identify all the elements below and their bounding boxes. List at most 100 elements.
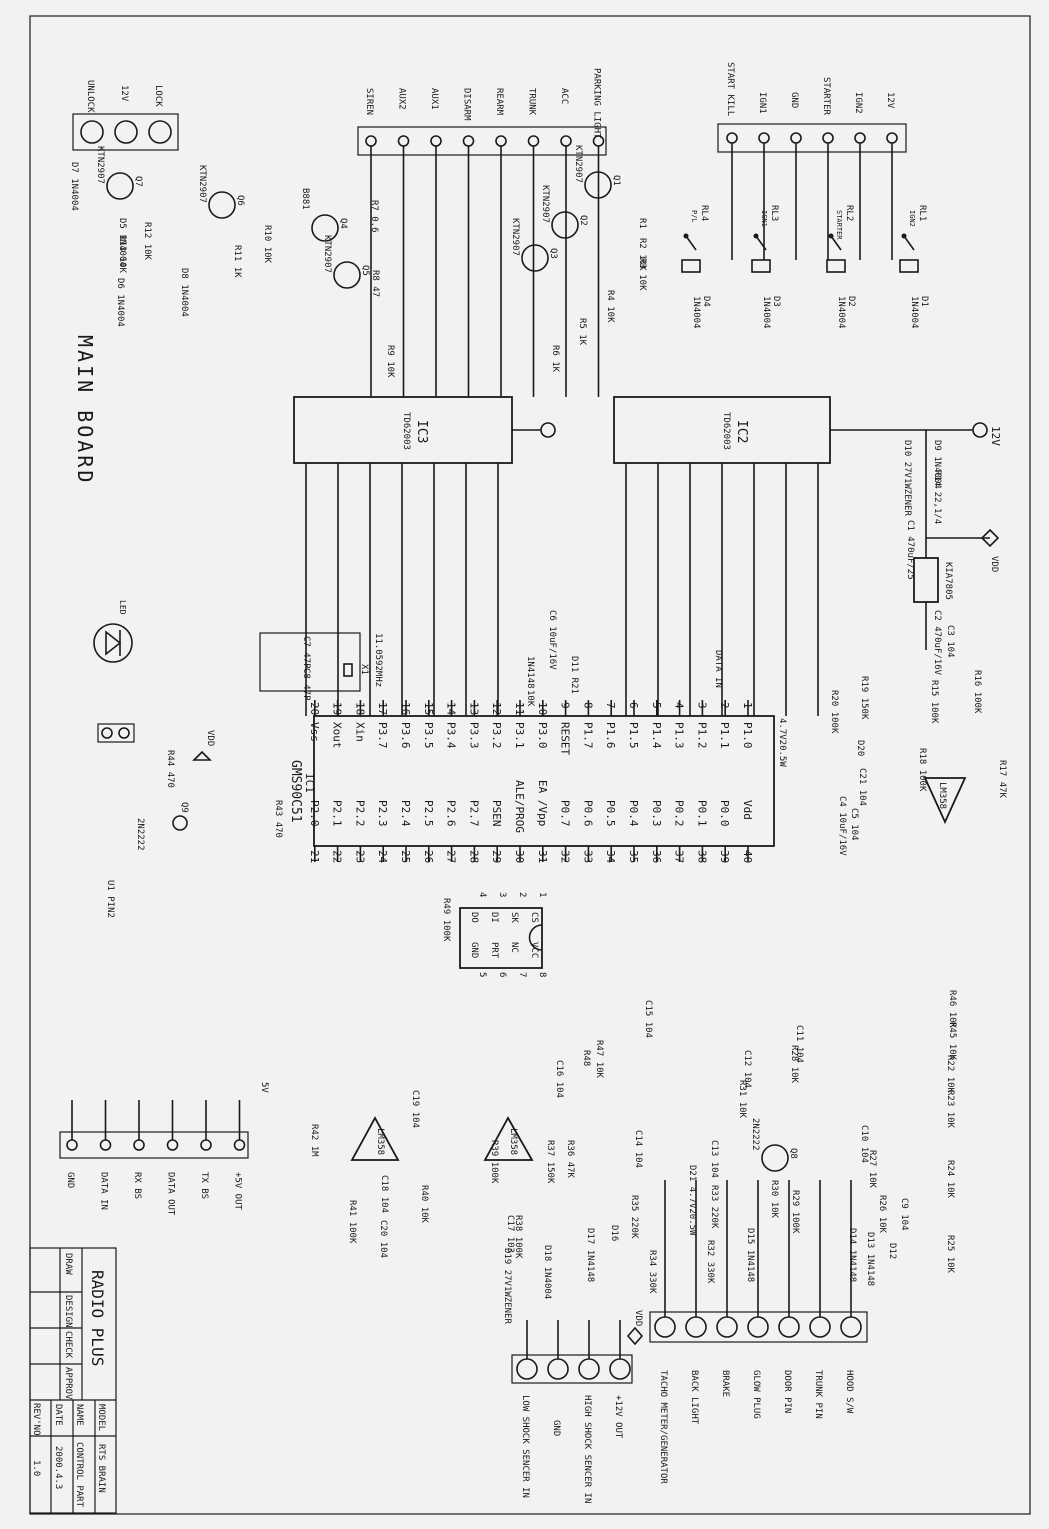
eeprom-pin-number: 2 (517, 892, 527, 897)
c5-label: C5 104 (849, 808, 859, 841)
ic3-part: TD62003 (401, 412, 411, 450)
pin-12v[interactable] (114, 120, 138, 144)
ignition-label: IGN1 (757, 92, 767, 114)
output-pin-aux2[interactable] (397, 135, 410, 147)
mcu-pin-number: 1 (741, 702, 754, 709)
vdd-diamond-top (980, 528, 1000, 548)
ignition-pin-start-kill[interactable] (726, 132, 738, 144)
regulator: KIA7805 (913, 557, 953, 603)
output-pin-rearm[interactable] (495, 135, 507, 147)
shock-pin-2[interactable] (578, 1358, 600, 1380)
resistor-label: R48 (581, 1050, 591, 1066)
relay-diode-ref: D2 (846, 296, 856, 307)
pin-unlock[interactable] (80, 120, 104, 144)
ignition-pin-ign1[interactable] (758, 132, 770, 144)
r43-label: R43 470 (273, 800, 283, 838)
opamp-1 (923, 777, 967, 825)
mcu-pin-number: 4 (673, 702, 686, 709)
q9-symbol (172, 815, 188, 831)
eeprom-pin-name: PRT (489, 942, 499, 959)
input-pin-glow-plug[interactable] (747, 1316, 769, 1338)
resistor-label: R31 10K (737, 1080, 747, 1119)
eeprom-pin-name: VCC (529, 942, 539, 958)
serial-pin-data-in[interactable] (99, 1139, 112, 1151)
mcu-pin-name: P3.5 (422, 722, 435, 749)
d10-label: D10 27V1WZENER (902, 440, 912, 516)
mcu-pin-number: 12 (490, 702, 503, 715)
led: LED (93, 600, 133, 663)
transistor-ref: Q8 (788, 1148, 798, 1159)
shock-label: LOW SHOCK SENCER IN (520, 1395, 530, 1498)
output-pin-aux1[interactable] (430, 135, 442, 147)
mcu-pin-name: P0.4 (627, 800, 640, 827)
output-pin-siren[interactable] (365, 135, 377, 147)
input-label: GLOW PLUG (751, 1370, 761, 1419)
resistor-label: R45 10K (947, 1022, 957, 1061)
serial-pin-tx-bs[interactable] (200, 1139, 212, 1151)
input-pin-back-light[interactable] (685, 1316, 707, 1338)
input-label: BRAKE (720, 1370, 730, 1397)
diode-label: D6 1N4004 (115, 278, 125, 327)
output-pin-trunk[interactable] (527, 135, 540, 147)
r16-label: R16 100K (972, 670, 982, 714)
rev-label: REV'NO (31, 1403, 41, 1436)
mcu-pin-name: P3.1 (513, 722, 526, 749)
input-pin-door-pin[interactable] (778, 1316, 800, 1338)
eeprom-pin-name: DI (489, 912, 499, 923)
d11-part: 1N4148 (525, 656, 535, 689)
ignition-pin-12v[interactable] (886, 132, 898, 144)
ic2-part: TD62003 (721, 412, 731, 450)
crystal-value: 11.0592MHz (373, 633, 383, 687)
output-pin-disarm[interactable] (462, 135, 475, 147)
role-design: DESIGN (63, 1295, 73, 1328)
diode-label: D16 (609, 1225, 619, 1241)
ignition-label: START KILL (725, 62, 735, 116)
r18-label: R18 100K (917, 748, 927, 792)
company-name: RADIO PLUS (88, 1270, 107, 1366)
input-pin-hood-s-w[interactable] (840, 1316, 862, 1338)
led-pin-1 (101, 727, 113, 739)
shock-pin-1[interactable] (547, 1358, 569, 1380)
d11-label: D11 R21 (569, 656, 579, 694)
output-label: ACC (559, 88, 569, 104)
ignition-pin-ign2[interactable] (854, 132, 866, 144)
input-pin-brake[interactable] (716, 1316, 738, 1338)
input-pin-tacho-meter-generator[interactable] (654, 1316, 676, 1338)
shock-pin-0[interactable] (516, 1358, 538, 1380)
relay-diode-part: 1N4004 (836, 296, 846, 329)
transistor-ref: Q1 (611, 175, 621, 186)
output-label: REARM (494, 88, 504, 116)
input-pin-trunk-pin[interactable] (809, 1316, 831, 1338)
vdd-diamond-shock (626, 1326, 644, 1346)
relay-diode-ref: D1 (919, 296, 929, 307)
eeprom-pin-number: 8 (537, 972, 547, 977)
resistor-label: R27 10K (867, 1150, 877, 1189)
transistor-part: KTN2907 (322, 235, 332, 273)
transistor-q8 (761, 1144, 789, 1172)
pin-lock[interactable] (148, 120, 172, 144)
r19-label: R19 150K (859, 676, 869, 720)
serial-pin-rx-bs[interactable] (133, 1139, 145, 1151)
mcu-pin-name: PSEN (490, 800, 503, 827)
ignition-pin-starter[interactable] (822, 132, 834, 144)
resistor-label: R23 10K (945, 1090, 955, 1129)
diode-label: D14 1N4148 (847, 1228, 857, 1282)
mcu-pin-number: 5 (650, 702, 663, 709)
serial-connector (59, 1131, 249, 1159)
serial-pin-gnd[interactable] (66, 1139, 78, 1151)
c3-label: C3 104 (945, 625, 955, 658)
serial-pin-data-out[interactable] (166, 1139, 179, 1151)
shock-pin-3[interactable] (609, 1358, 631, 1380)
opamp-3-label: LM358 (508, 1128, 518, 1155)
mcu-pin-number: 33 (581, 850, 594, 863)
c7-label: C7 47P (301, 636, 311, 669)
r17-label: R17 47K (997, 760, 1007, 799)
ignition-pin-gnd[interactable] (790, 132, 802, 144)
serial-pin--5v-out[interactable] (233, 1139, 246, 1151)
capacitor-label: C16 104 (554, 1060, 564, 1098)
output-pin-acc[interactable] (560, 135, 572, 147)
shock-label: HIGH SHOCK SENCER IN (582, 1395, 592, 1503)
mcu-pin-name: P3.7 (376, 722, 389, 749)
capacitor-label: C20 104 (378, 1220, 388, 1258)
resistor-label: R29 100K (790, 1190, 800, 1234)
